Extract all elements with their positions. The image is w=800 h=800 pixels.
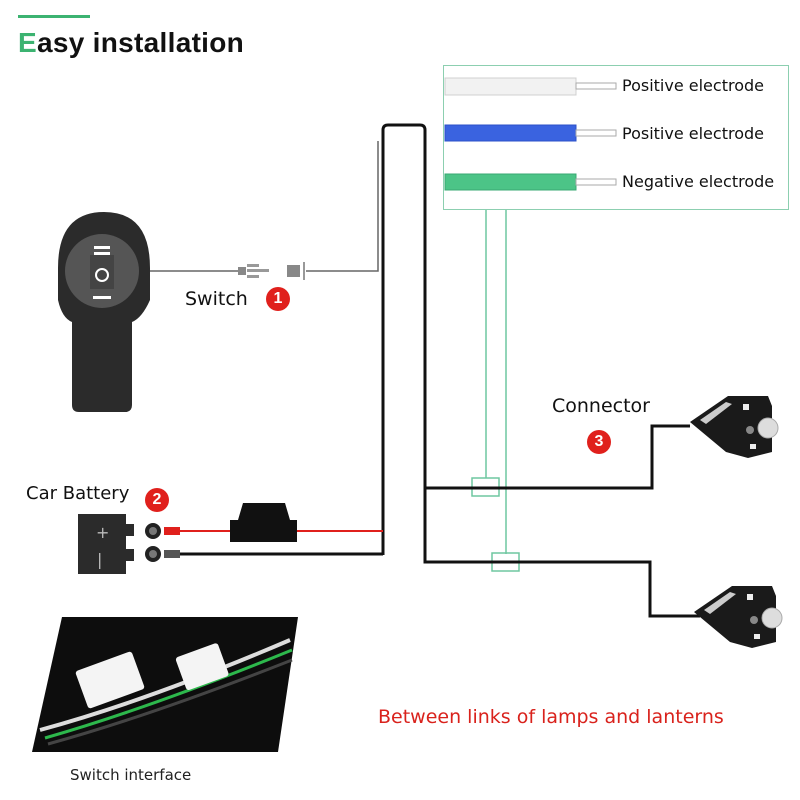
switch-plug-icon [238, 262, 305, 280]
lamps-note: Between links of lamps and lanterns [378, 706, 724, 728]
step-badge-2: 2 [145, 488, 169, 512]
lamp-icon-2 [694, 586, 783, 648]
fuse-holder-icon [230, 503, 297, 542]
title-first-letter: E [18, 27, 37, 58]
title-accent-bar [18, 15, 90, 18]
legend-wire-blue [444, 124, 617, 142]
main-harness-wire [381, 123, 690, 555]
switch-return-wire [306, 141, 379, 272]
lamp2-wire [423, 488, 700, 618]
switch-interface-photo [32, 617, 298, 752]
battery-terminals-icon [145, 523, 180, 562]
legend-label-green: Negative electrode [622, 172, 775, 191]
step-badge-1: 1 [266, 287, 290, 311]
legend-wire-white [444, 77, 617, 96]
step-badge-3: 3 [587, 430, 611, 454]
switch-label: Switch [185, 288, 248, 310]
svg-text:|: | [97, 550, 102, 569]
connector-label: Connector [552, 395, 650, 417]
rocker-switch-icon [58, 212, 150, 412]
legend-label-blue: Positive electrode [622, 124, 764, 143]
car-battery-icon: + | [78, 514, 134, 574]
title-rest: asy installation [36, 27, 245, 58]
wire-legend-box [443, 65, 789, 210]
page-title: Easy installation [18, 27, 244, 59]
legend-wire-green [444, 173, 617, 191]
battery-label: Car Battery [26, 483, 130, 504]
photo-caption: Switch interface [70, 766, 192, 784]
legend-label-white: Positive electrode [622, 76, 764, 95]
battery-plus-sign: + [96, 523, 109, 542]
lamp-icon-1 [690, 396, 779, 458]
